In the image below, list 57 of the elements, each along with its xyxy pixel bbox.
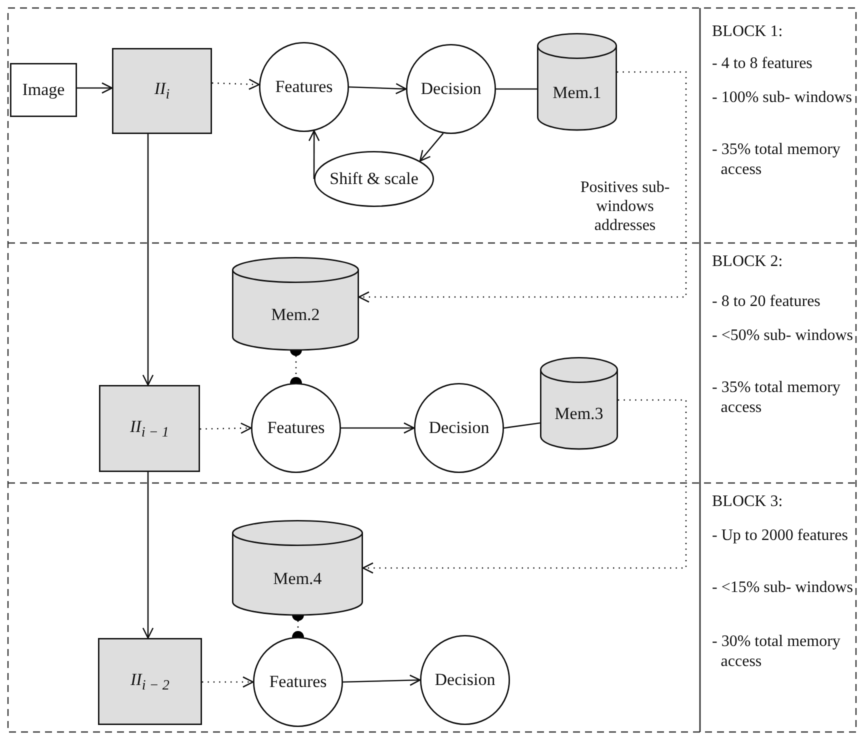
note-text: - 35% total memory access [712,378,842,418]
arrow [348,83,407,94]
note-text: - 8 to 20 features [712,292,822,312]
note-text: BLOCK 1: [712,22,784,42]
arrow [341,422,415,434]
memory-cylinder [232,520,363,615]
note-text: - 35% total memory access [712,140,842,180]
process-circle [420,635,510,725]
process-circle [414,383,504,473]
note-text: BLOCK 2: [712,252,784,272]
note-text: BLOCK 3: [712,492,784,512]
node-label: Features [269,672,327,692]
node-label: Decision [428,418,490,438]
connector-line [496,88,537,90]
arrow [362,399,687,574]
process-ellipse [314,151,434,207]
node-label: II$_{i}$ [154,79,170,103]
note-text: - <50% sub- windows [712,326,854,346]
memory-cylinder [537,33,617,130]
arrow [142,472,154,639]
process-circle [251,383,341,473]
node-label: II$_{i − 1}$ [130,416,169,440]
note-text: - 4 to 8 features [712,54,814,74]
note-text: - Up to 2000 features [712,526,849,546]
note-text: - <15% sub- windows [712,578,854,598]
connector-line [504,422,540,429]
node-label: Decision [420,79,482,99]
node-label: Decision [434,670,496,690]
arrow [358,71,687,303]
node-label: Mem.1 [552,82,602,102]
arrow [419,132,444,162]
process-circle [259,42,349,132]
note-text: - 100% sub- windows [712,88,853,108]
memory-cylinder [540,357,618,449]
memory-cylinder [232,257,359,350]
arrow [212,78,260,90]
node-label: Features [275,77,333,97]
node-label: Mem.3 [554,404,604,424]
node-label: Mem.4 [273,568,322,588]
node-label: Mem.2 [271,304,320,324]
process-box [10,63,77,117]
node-label: II$_{i − 2}$ [130,670,170,694]
note-text: - 30% total memory access [712,632,842,672]
arrow [200,422,252,434]
arrow [342,674,421,686]
arrow [77,82,113,94]
process-box [112,48,212,134]
node-label: Features [267,418,325,438]
node-label: Shift & scale [330,169,418,189]
arrow [308,130,320,179]
arrow [142,134,154,386]
process-circle [253,637,343,727]
process-circle [406,44,496,134]
process-box [99,385,200,472]
node-label: Image [22,80,65,100]
arrow [202,676,254,688]
process-box [98,638,202,725]
